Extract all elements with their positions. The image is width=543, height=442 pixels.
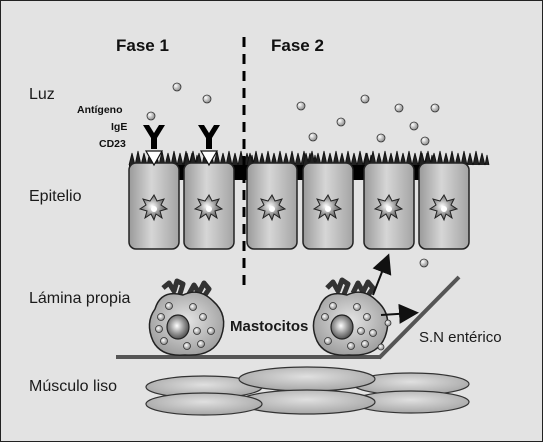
epithelium-label: Epitelio xyxy=(29,188,82,205)
enteric-ns-label: S.N entérico xyxy=(419,329,502,346)
cd23-label: CD23 xyxy=(99,138,126,150)
epithelial-cell xyxy=(363,150,435,250)
epithelial-cells xyxy=(128,150,490,250)
mast-cell xyxy=(148,278,225,356)
smooth-muscle-cells xyxy=(145,366,470,416)
ige-label: IgE xyxy=(111,121,127,133)
epithelial-cell xyxy=(246,150,318,250)
epithelial-cell xyxy=(183,150,255,250)
smooth-muscle-label: Músculo liso xyxy=(29,378,117,395)
epithelial-cell xyxy=(302,150,374,250)
mast-cells-label: Mastocitos xyxy=(230,318,308,335)
arrow-to-enteric-nerve xyxy=(380,303,419,324)
cd23-triangle xyxy=(199,150,219,167)
enteric-nerve-line xyxy=(377,275,461,360)
lumen-label: Luz xyxy=(29,86,55,103)
antigen-label: Antígeno xyxy=(77,104,123,116)
phase-1-label: Fase 1 xyxy=(116,36,169,55)
epithelial-cell xyxy=(418,150,490,250)
arrow-to-epithelium xyxy=(372,253,392,296)
ige-receptor xyxy=(143,125,165,167)
ige-receptor xyxy=(198,125,220,167)
cd23-triangle xyxy=(144,150,164,167)
mast-cell-activated xyxy=(312,277,392,356)
antigen-particles xyxy=(146,82,440,268)
phase-2-label: Fase 2 xyxy=(271,36,324,55)
lamina-propria-label: Lámina propia xyxy=(29,290,131,307)
